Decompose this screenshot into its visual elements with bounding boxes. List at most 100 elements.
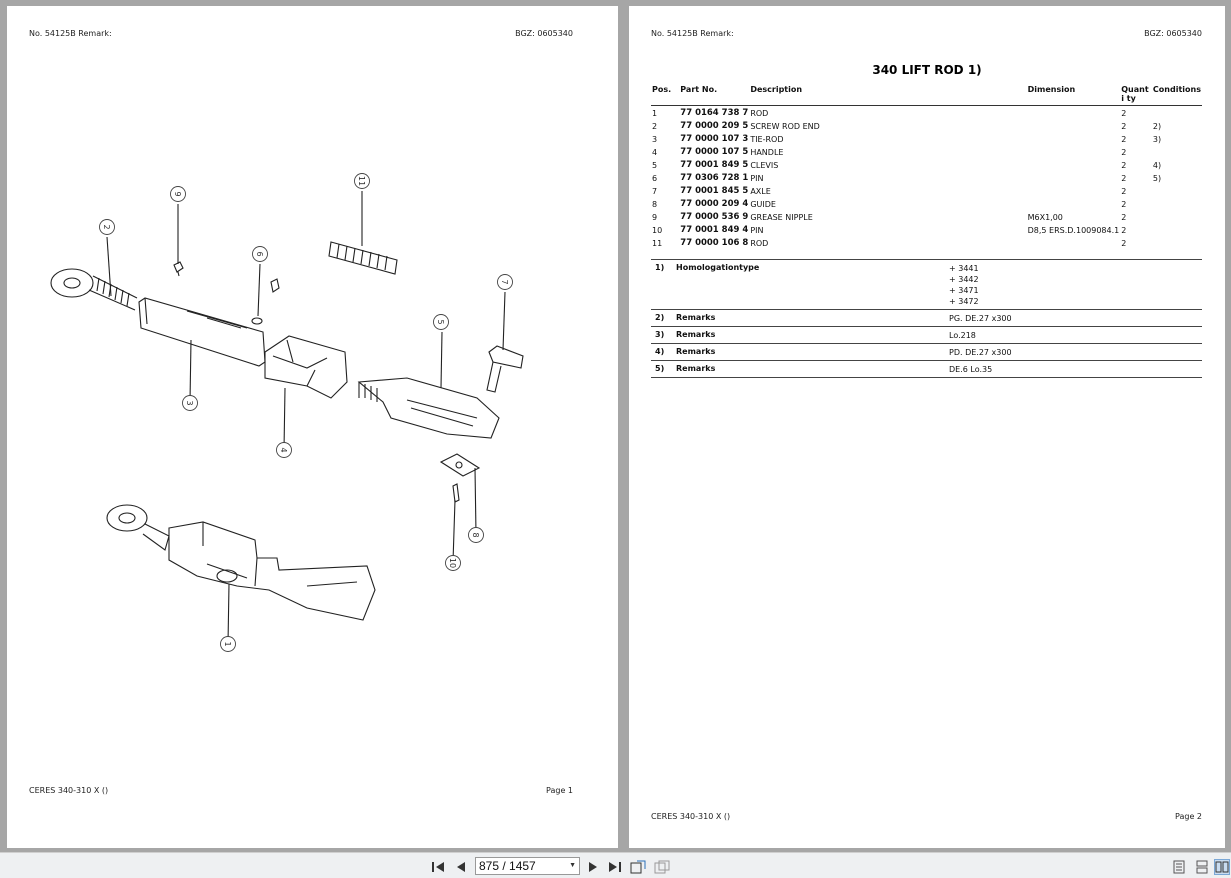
cell-pos: 11	[652, 239, 663, 248]
cell-dimension	[1027, 196, 1121, 209]
page-dropdown-icon[interactable]: ▼	[569, 862, 576, 869]
remark-values: PD. DE.27 x300	[949, 347, 1202, 358]
cell-quantity: 2	[1121, 122, 1127, 131]
document-page-1: No. 54125B Remark: BGZ: 0605340	[7, 6, 618, 848]
cell-dimension	[1027, 131, 1121, 144]
callout-6: 6	[255, 251, 264, 256]
cell-pos: 4	[652, 148, 658, 157]
callout-11: 11	[357, 176, 366, 186]
cell-pos: 8	[652, 200, 658, 209]
cell-pos: 10	[652, 226, 663, 235]
cell-pos: 3	[652, 135, 658, 144]
page-title: 340 LIFT ROD 1)	[872, 63, 982, 77]
cell-part-no: 77 0001 849 4	[680, 225, 749, 235]
cell-description: AXLE	[750, 187, 771, 196]
cell-description: ROD	[750, 109, 769, 118]
remark-values: Lo.218	[949, 330, 1202, 341]
remarks-section: 1)Homologationtype+ 3441+ 3442+ 3471+ 34…	[651, 259, 1202, 378]
first-page-icon[interactable]	[430, 859, 446, 875]
cell-description: HANDLE	[750, 148, 784, 157]
remark-value: DE.6 Lo.35	[949, 365, 993, 374]
fit-page-icon[interactable]	[630, 859, 646, 875]
callout-5: 5	[436, 319, 445, 324]
fit-width-icon[interactable]	[654, 859, 670, 875]
cell-description: GREASE NIPPLE	[750, 213, 813, 222]
page1-header-right: BGZ: 0605340	[515, 29, 573, 38]
cell-pos: 9	[652, 213, 658, 222]
cell-part-no: 77 0000 106 8	[680, 238, 749, 248]
callout-2: 2	[102, 224, 111, 229]
cell-quantity: 2	[1121, 226, 1127, 235]
remark-label: Remarks	[676, 330, 716, 339]
cell-conditions	[1152, 209, 1202, 222]
cell-dimension: M6X1,00	[1027, 213, 1063, 222]
prev-page-icon[interactable]	[453, 859, 469, 875]
cell-part-no: 77 0164 738 7	[680, 108, 749, 118]
remark-label: Remarks	[676, 347, 716, 356]
cell-pos: 7	[652, 187, 658, 196]
cell-quantity: 2	[1121, 200, 1127, 209]
remark-values: + 3441+ 3442+ 3471+ 3472	[949, 263, 1202, 307]
last-page-icon[interactable]	[607, 859, 623, 875]
cell-description: GUIDE	[750, 200, 776, 209]
cell-pos: 1	[652, 109, 658, 118]
cell-quantity: 2	[1121, 148, 1127, 157]
cell-dimension	[1027, 105, 1121, 118]
remark-number: 3)	[655, 330, 665, 339]
page-indicator: 875 / 1457	[479, 859, 536, 873]
cell-pos: 6	[652, 174, 658, 183]
callout-8: 8	[471, 532, 480, 537]
cell-description: PIN	[750, 226, 764, 235]
viewer-toolbar: 875 / 1457 ▼	[0, 852, 1231, 878]
cell-dimension	[1027, 157, 1121, 170]
cell-dimension	[1027, 144, 1121, 157]
cell-description: PIN	[750, 174, 764, 183]
cell-description: ROD	[750, 239, 769, 248]
callout-4: 4	[279, 447, 288, 452]
col-header-part-no: Part No.	[679, 85, 750, 106]
cell-quantity: 2	[1121, 109, 1127, 118]
callout-7: 7	[500, 279, 509, 284]
single-page-view-icon[interactable]	[1171, 859, 1187, 875]
page-number-field[interactable]: 875 / 1457 ▼	[475, 857, 580, 875]
cell-conditions: 5)	[1152, 174, 1162, 183]
cell-quantity: 2	[1121, 135, 1127, 144]
cell-description: TIE-ROD	[750, 135, 784, 144]
callout-10: 10	[448, 558, 457, 568]
cell-pos: 5	[652, 161, 658, 170]
cell-dimension	[1027, 170, 1121, 183]
cell-conditions	[1152, 222, 1202, 235]
cell-part-no: 77 0000 107 5	[680, 147, 749, 157]
cell-quantity: 2	[1121, 239, 1127, 248]
continuous-view-icon[interactable]	[1194, 859, 1210, 875]
remark-row: 1)Homologationtype+ 3441+ 3442+ 3471+ 34…	[651, 260, 1202, 310]
remark-value: + 3442	[949, 275, 979, 284]
next-page-icon[interactable]	[585, 859, 601, 875]
remark-row: 2) Remarks PG. DE.27 x300	[651, 310, 1202, 327]
col-header-pos: Pos.	[651, 85, 680, 106]
page1-header-left: No. 54125B Remark:	[29, 29, 112, 38]
cell-part-no: 77 0000 536 9	[680, 212, 749, 222]
cell-conditions: 3)	[1152, 135, 1162, 144]
remark-value: PD. DE.27 x300	[949, 348, 1012, 357]
page2-footer-right: Page 2	[1175, 812, 1202, 821]
remark-value: Lo.218	[949, 331, 976, 340]
cell-description: CLEVIS	[750, 161, 779, 170]
remark-value: PG. DE.27 x300	[949, 314, 1012, 323]
cell-part-no: 77 0000 209 5	[680, 121, 749, 131]
remark-label: Remarks	[676, 313, 716, 322]
two-page-view-icon[interactable]	[1214, 859, 1230, 875]
page1-footer-left: CERES 340-310 X ()	[29, 786, 109, 795]
cell-part-no: 77 0001 845 5	[680, 186, 749, 196]
cell-pos: 2	[652, 122, 658, 131]
remark-number: 2)	[655, 313, 665, 322]
